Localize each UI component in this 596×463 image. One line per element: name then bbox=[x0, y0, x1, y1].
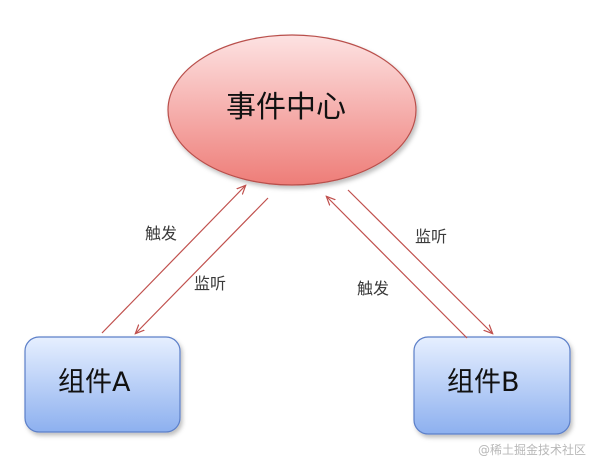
edge-label-a-listen: 监听 bbox=[194, 274, 227, 293]
arrow-center-listen-to-a bbox=[136, 197, 269, 333]
event-center-label: 事件中心 bbox=[226, 90, 346, 125]
component-b-node bbox=[413, 336, 571, 435]
component-b-label: 组件B bbox=[447, 367, 520, 398]
arrow-center-listen-to-b bbox=[347, 189, 492, 333]
event-center-node bbox=[167, 34, 417, 186]
component-a-label: 组件A bbox=[58, 367, 131, 398]
arrow-b-trigger-to-center bbox=[327, 197, 468, 339]
edge-label-b-listen: 监听 bbox=[415, 227, 448, 246]
edge-label-b-trigger: 触发 bbox=[357, 279, 390, 298]
component-a-node bbox=[24, 336, 181, 433]
arrow-a-trigger-to-center bbox=[101, 186, 245, 334]
watermark: @稀土掘金技术社区 bbox=[477, 443, 586, 457]
edge-label-a-trigger: 触发 bbox=[145, 224, 178, 243]
